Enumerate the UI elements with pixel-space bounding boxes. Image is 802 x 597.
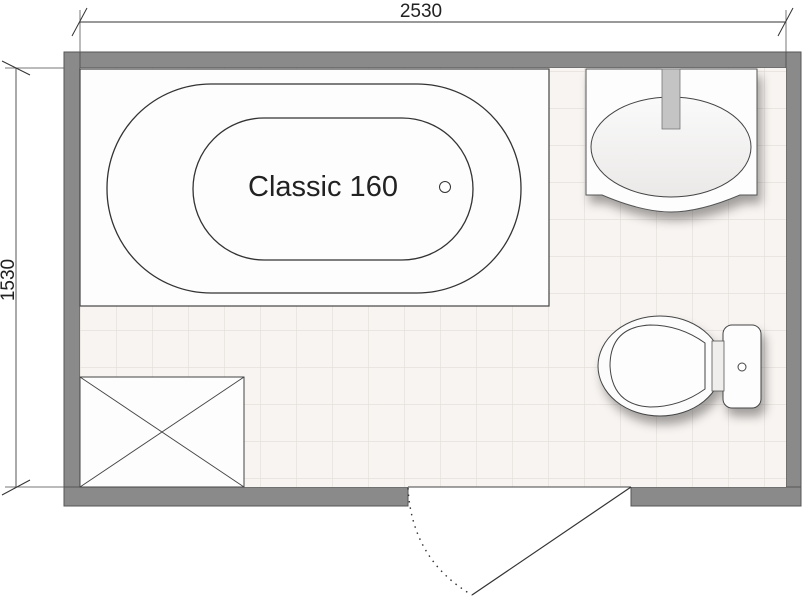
width-dimension: 2530 [71, 1, 794, 68]
dimension-tick [1, 479, 31, 496]
bathtub: Classic 160 [79, 68, 550, 307]
drain-icon [439, 181, 451, 193]
door-leaf [471, 486, 632, 596]
dimension-tick [71, 7, 88, 37]
flush-button-icon [737, 362, 747, 372]
height-dimension-label: 1530 [0, 259, 19, 301]
bathtub-basin [192, 117, 474, 261]
dimension-tick [1, 60, 31, 76]
sink-basin [590, 68, 752, 198]
bathtub-label: Classic 160 [248, 171, 398, 203]
width-dimension-label: 2530 [400, 1, 442, 22]
walls [63, 51, 802, 507]
shower-tray [79, 376, 245, 488]
toilet [597, 315, 762, 417]
dimension-tick [777, 7, 794, 37]
toilet-seat [609, 324, 706, 408]
height-dimension: 1530 [0, 60, 80, 496]
door[interactable] [407, 486, 632, 596]
door-swing-arc [407, 487, 473, 596]
faucet-icon [661, 68, 681, 130]
